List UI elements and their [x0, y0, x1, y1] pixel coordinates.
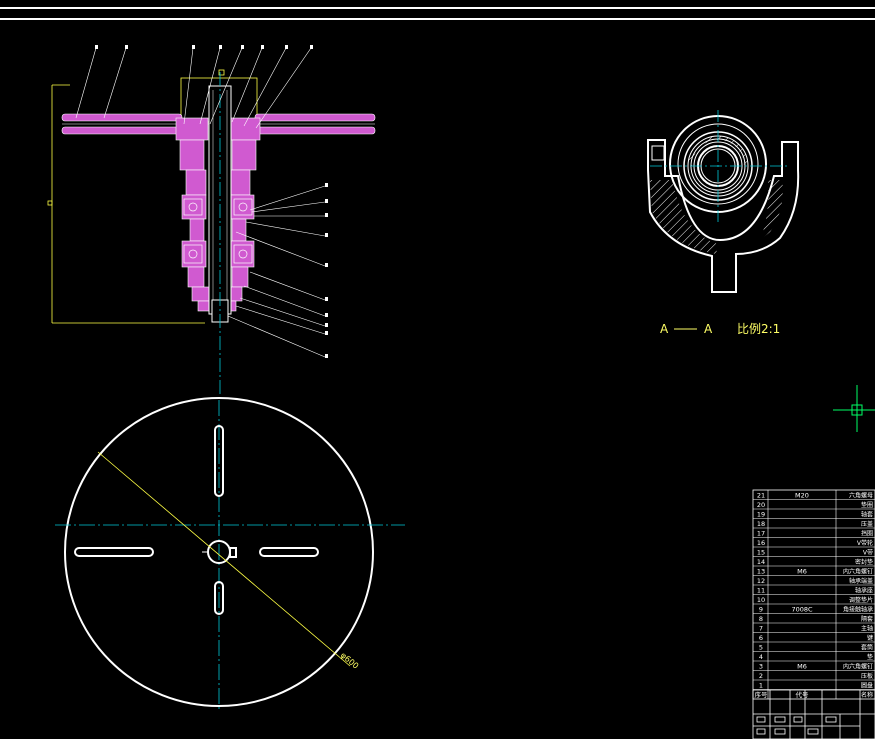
height-dimension — [47, 84, 205, 324]
parts-table-spec: M20 — [795, 492, 809, 500]
parts-table-spec: 代号 — [796, 690, 810, 699]
section-a-a-view: A A 比例2:1 — [647, 110, 800, 336]
parts-table-number: 9 — [759, 606, 763, 614]
leader-lines-right — [227, 185, 326, 358]
disc-outline — [64, 397, 374, 707]
parts-table-name: 垫圈 — [861, 501, 873, 509]
disc-slots — [74, 425, 319, 615]
section-hatch-left — [650, 180, 718, 254]
parts-table-name: 内六角螺钉 — [843, 663, 873, 671]
parts-table-spec: 7008C — [791, 606, 813, 614]
section-body-outline — [647, 139, 800, 293]
parts-table-number: 2 — [759, 672, 763, 680]
parts-table-number: 13 — [757, 568, 765, 576]
parts-table-name: 调整垫片 — [849, 596, 873, 604]
parts-table-name: 轴套 — [861, 511, 873, 519]
parts-table-name: 键 — [867, 634, 873, 642]
parts-table-number: 21 — [757, 492, 765, 500]
parts-table-number: 3 — [759, 663, 763, 671]
parts-table-name: 垫 — [867, 653, 873, 661]
slot-right — [259, 547, 319, 557]
section-caption: A A 比例2:1 — [660, 322, 780, 336]
parts-table-name: 名称 — [861, 691, 873, 699]
parts-table-number: 1 — [759, 682, 763, 690]
parts-table-number: 20 — [757, 501, 765, 509]
section-scale-text: 比例2:1 — [737, 322, 780, 336]
slot-left — [74, 547, 154, 557]
parts-table-number: 10 — [757, 596, 765, 604]
parts-table-name: 隔套 — [861, 615, 873, 623]
parts-table-number: 8 — [759, 615, 763, 623]
parts-table-name: V带轮 — [857, 539, 873, 547]
parts-table-number: 7 — [759, 625, 763, 633]
section-left-tab — [651, 145, 665, 161]
parts-table-name: 圆盘 — [861, 682, 873, 690]
parts-table-name: 轴承端盖 — [849, 577, 873, 585]
parts-table-number: 5 — [759, 644, 763, 652]
disc-section — [61, 113, 376, 135]
section-inner-hatch — [688, 136, 748, 166]
parts-table-name: 压板 — [861, 672, 873, 680]
parts-table-number: 19 — [757, 511, 765, 519]
parts-table-name: 压盖 — [861, 520, 873, 528]
parts-table-name: 挡圈 — [861, 530, 873, 538]
parts-table-name: 密封垫 — [855, 558, 873, 566]
assembly-front-view — [47, 45, 376, 400]
parts-table-number: 16 — [757, 539, 765, 547]
slot-top — [214, 425, 224, 497]
parts-table-number: 18 — [757, 520, 765, 528]
parts-table-number: 4 — [759, 653, 763, 661]
parts-table-name: 主轴 — [861, 625, 873, 633]
parts-table-name: 套筒 — [861, 644, 873, 652]
parts-table-number: 17 — [757, 530, 765, 538]
diameter-dimension-line — [97, 451, 351, 667]
parts-table-number: 6 — [759, 634, 763, 642]
section-label-left: A — [660, 322, 669, 336]
diameter-text: φ600 — [339, 651, 361, 671]
drawing-frame-top — [0, 7, 875, 20]
parts-table-number: 12 — [757, 577, 765, 585]
leader-lines-top — [75, 47, 312, 129]
parts-table-name: 角接触轴承 — [843, 606, 873, 614]
balloon-tags-top — [95, 45, 313, 49]
parts-table-number: 14 — [757, 558, 765, 566]
parts-table-name: 轴承座 — [855, 587, 873, 595]
disc-hub-hole — [202, 540, 237, 564]
title-block — [752, 689, 875, 739]
parts-table-name: 六角螺母 — [849, 492, 873, 500]
section-hatch-right — [760, 178, 783, 240]
parts-table-name: 内六角螺钉 — [843, 568, 873, 576]
parts-table-spec: M6 — [797, 663, 807, 671]
slot-bottom — [214, 581, 224, 615]
disc-top-view: φ600 — [55, 397, 405, 710]
bearings — [183, 198, 253, 264]
balloon-tags-right — [325, 183, 328, 358]
parts-table-number: 序号 — [755, 690, 769, 699]
crosshair-cursor-icon — [833, 385, 875, 432]
section-label-right: A — [704, 322, 713, 336]
parts-table-name: V带 — [863, 549, 873, 557]
section-centerlines — [650, 110, 790, 225]
parts-table-number: 11 — [757, 587, 765, 595]
parts-table-spec: M6 — [797, 568, 807, 576]
parts-table-number: 15 — [757, 549, 765, 557]
